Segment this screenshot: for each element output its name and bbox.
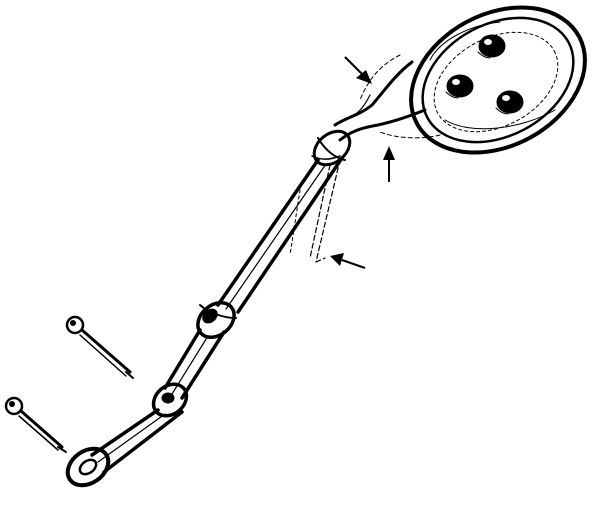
arrow-bottom: [330, 253, 366, 269]
arrow-top: [344, 56, 372, 84]
main-arm: [216, 156, 344, 314]
phantom-arm: [309, 159, 341, 263]
spot-1: [477, 34, 506, 59]
arrow-right: [383, 146, 395, 182]
lower-arm: [163, 328, 226, 400]
spot-2: [445, 74, 474, 99]
pin-upper: [65, 315, 134, 379]
lower-link: [90, 382, 189, 474]
middle-hinge: [196, 301, 237, 339]
oval-head: [409, 5, 587, 155]
head-spots: [445, 34, 524, 115]
spot-3: [495, 90, 524, 115]
pin-lower: [4, 396, 67, 453]
bottom-eye: [65, 446, 111, 488]
neck: [333, 54, 441, 142]
